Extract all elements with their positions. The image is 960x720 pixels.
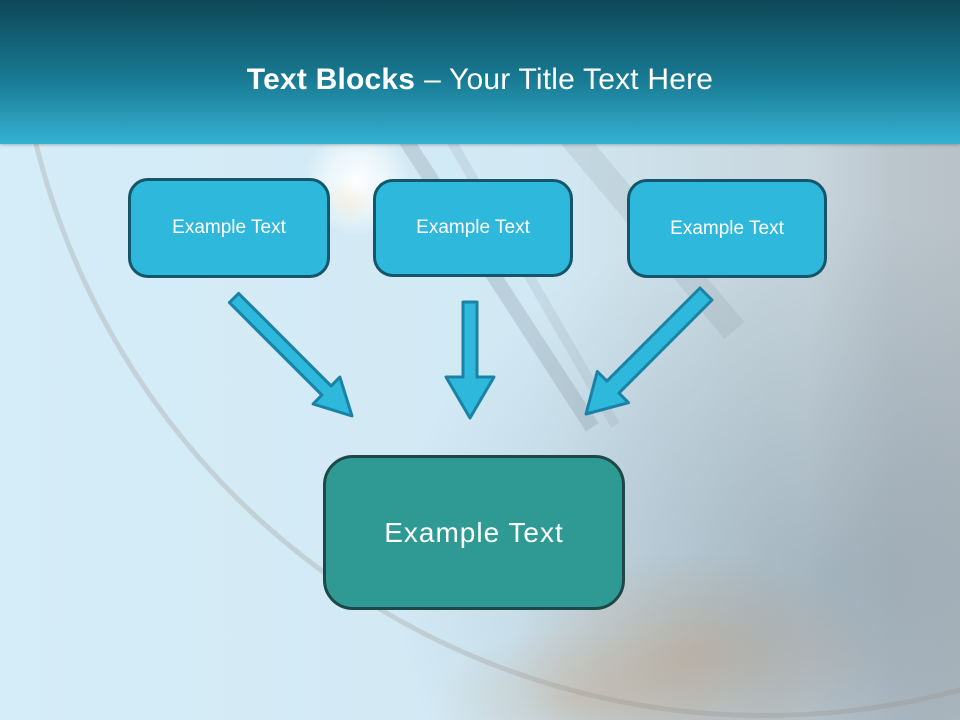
- text-block-2-label: Example Text: [416, 217, 530, 238]
- center-text-block[interactable]: Example Text: [323, 455, 625, 610]
- slide-title-bold: Text Blocks: [246, 63, 416, 96]
- text-block-3[interactable]: Example Text: [627, 179, 827, 278]
- text-block-1[interactable]: Example Text: [128, 178, 330, 278]
- text-block-2[interactable]: Example Text: [373, 179, 573, 277]
- slide-title: Text Blocks– Your Title Text Here: [247, 47, 713, 97]
- header-band: Text Blocks– Your Title Text Here: [0, 0, 960, 144]
- arrow-down-left-icon[interactable]: [578, 286, 718, 422]
- slide-title-rest: – Your Title Text Here: [424, 63, 714, 96]
- arrow-down-icon[interactable]: [442, 300, 498, 421]
- text-block-1-label: Example Text: [172, 217, 286, 238]
- center-text-block-label: Example Text: [384, 516, 564, 548]
- arrow-down-right-icon[interactable]: [222, 286, 362, 422]
- text-block-3-label: Example Text: [670, 217, 784, 239]
